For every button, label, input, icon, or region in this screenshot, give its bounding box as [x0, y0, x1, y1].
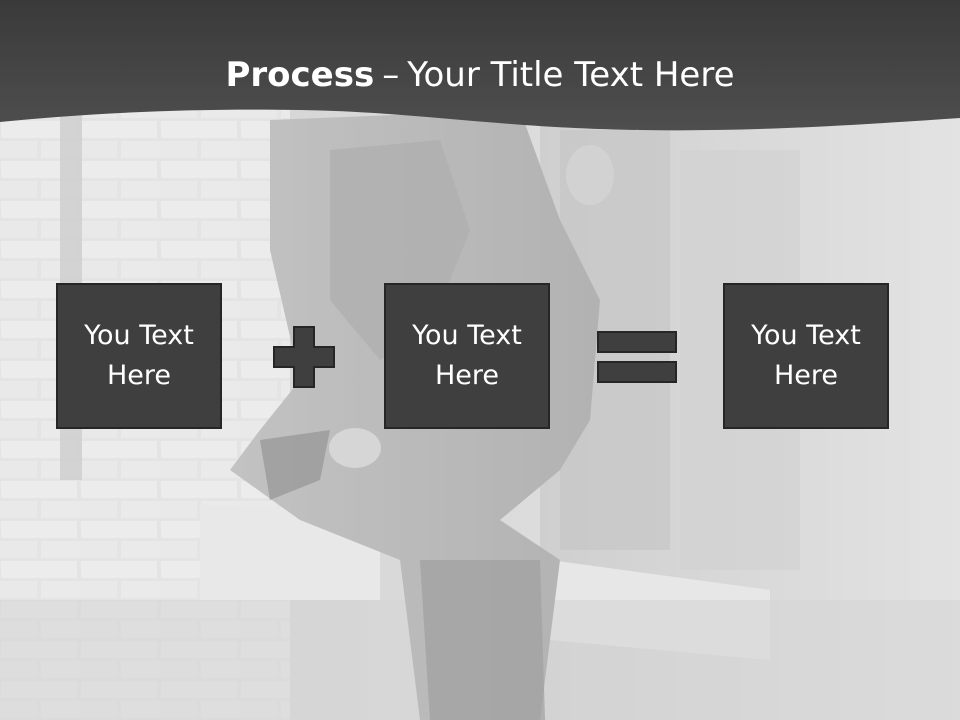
process-box-2[interactable]: You Text Here	[384, 283, 550, 429]
process-box-1-label: You Text Here	[84, 320, 194, 391]
process-box-1[interactable]: You Text Here	[56, 283, 222, 429]
header-band	[0, 0, 960, 131]
process-box-2-label: You Text Here	[412, 320, 522, 391]
process-box-3-label: You Text Here	[751, 320, 861, 391]
slide-title: Process–Your Title Text Here	[0, 50, 960, 100]
title-text: Your Title Text Here	[407, 55, 735, 95]
title-dash: –	[382, 55, 400, 95]
title-bold-word: Process	[225, 55, 375, 95]
equals-icon	[597, 331, 677, 383]
process-box-3[interactable]: You Text Here	[723, 283, 889, 429]
plus-icon	[273, 326, 335, 388]
